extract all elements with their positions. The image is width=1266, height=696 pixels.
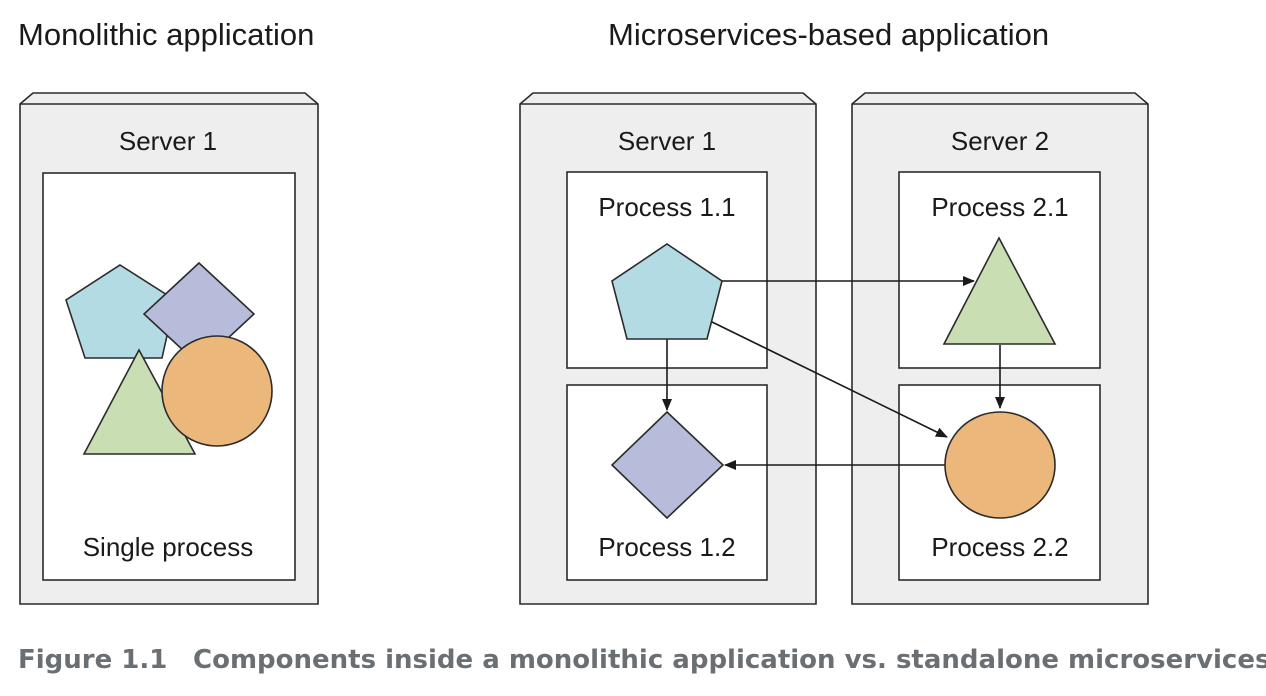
microservices-title: Microservices-based application (608, 17, 1049, 52)
process-2-2-label: Process 2.2 (931, 532, 1068, 562)
process-2-1-label: Process 2.1 (931, 192, 1068, 222)
circle-shape (161, 335, 273, 447)
monolith-title: Monolithic application (18, 17, 314, 52)
triangle-shape (942, 236, 1057, 345)
server-2-label: Server 2 (951, 126, 1049, 156)
diamond-shape (610, 410, 725, 520)
process-1-2-label: Process 1.2 (598, 532, 735, 562)
monolith-server-label: Server 1 (119, 126, 217, 156)
server-1-label: Server 1 (618, 126, 716, 156)
process-1-1-label: Process 1.1 (598, 192, 735, 222)
pentagon-shape (611, 243, 723, 340)
figure-number: Figure 1.1 (18, 645, 167, 675)
single-process-label: Single process (83, 532, 254, 562)
arrow-pentagon-to-circle (707, 319, 948, 438)
circle-shape (944, 411, 1056, 519)
figure-caption: Components inside a monolithic applicati… (193, 645, 1266, 675)
